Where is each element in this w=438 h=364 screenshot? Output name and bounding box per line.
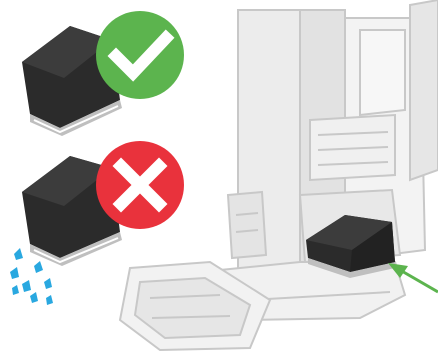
filter-dry-panel [22, 11, 184, 136]
checkmark-icon [96, 11, 184, 99]
cross-icon [96, 141, 184, 229]
